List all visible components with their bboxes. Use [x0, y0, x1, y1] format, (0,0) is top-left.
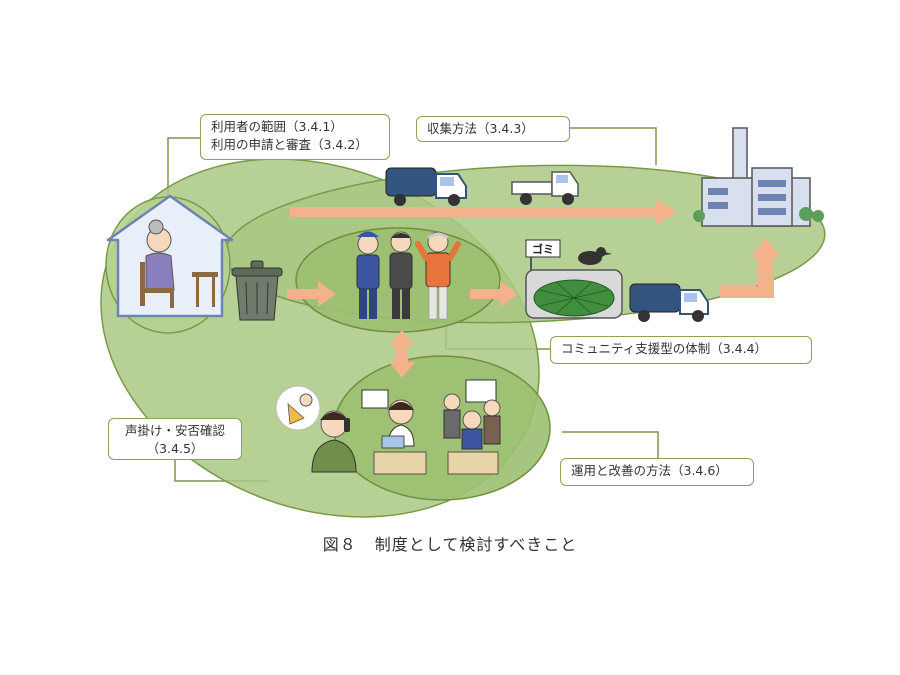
arrow-to-plant-up [720, 238, 782, 298]
arrow-two-way [389, 330, 415, 378]
crow-icon [578, 247, 612, 265]
collection-sign-text: ゴミ [532, 242, 554, 256]
incineration-plant-icon [693, 127, 824, 227]
callout-community-support-text: コミュニティ支援型の体制（3.4.4） [561, 341, 768, 356]
callout-user-scope-line1: 利用者の範囲（3.4.1） [211, 119, 343, 134]
figure-title: 制度として検討すべきこと [374, 535, 578, 554]
operator-icon [361, 389, 427, 475]
callout-operation-improvement: 運用と改善の方法（3.4.6） [560, 458, 754, 486]
callout-user-scope-line2: 利用の申請と審査（3.4.2） [211, 137, 368, 152]
callout-collection-method: 収集方法（3.4.3） [416, 116, 570, 142]
arrow-to-volunteers [287, 281, 336, 307]
volunteer-icon [356, 231, 380, 319]
operation-ellipse [333, 355, 551, 501]
elderly-volunteer-icon [415, 231, 461, 320]
garbage-truck-top-icon [385, 167, 467, 206]
callout-safety-check-line1: 声掛け・安否確認 [124, 423, 225, 438]
caller-icon [311, 410, 357, 473]
figure-caption: 図８ 制度として検討すべきこと [0, 531, 900, 555]
figure-number: 図８ [322, 535, 357, 554]
collection-station-icon: ゴミ [525, 239, 623, 319]
pickup-truck-icon [511, 171, 579, 205]
student-icon [389, 231, 413, 319]
callout-community-support: コミュニティ支援型の体制（3.4.4） [550, 336, 812, 364]
callout-safety-check: 声掛け・安否確認 （3.4.5） [108, 418, 242, 460]
trash-can-icon [231, 260, 283, 321]
garbage-truck-bottom-icon [629, 283, 709, 322]
callout-collection-method-text: 収集方法（3.4.3） [427, 121, 534, 136]
arrow-to-plant [290, 199, 678, 225]
callout-operation-improvement-text: 運用と改善の方法（3.4.6） [571, 463, 728, 478]
flow-arrows [287, 199, 782, 378]
callout-safety-check-line2: （3.4.5） [146, 441, 204, 456]
house-icon [106, 194, 234, 318]
staff-team-icon [443, 379, 501, 475]
fallen-person-icon [275, 385, 321, 431]
arrow-to-station [470, 281, 518, 307]
callout-user-scope: 利用者の範囲（3.4.1） 利用の申請と審査（3.4.2） [200, 114, 390, 160]
